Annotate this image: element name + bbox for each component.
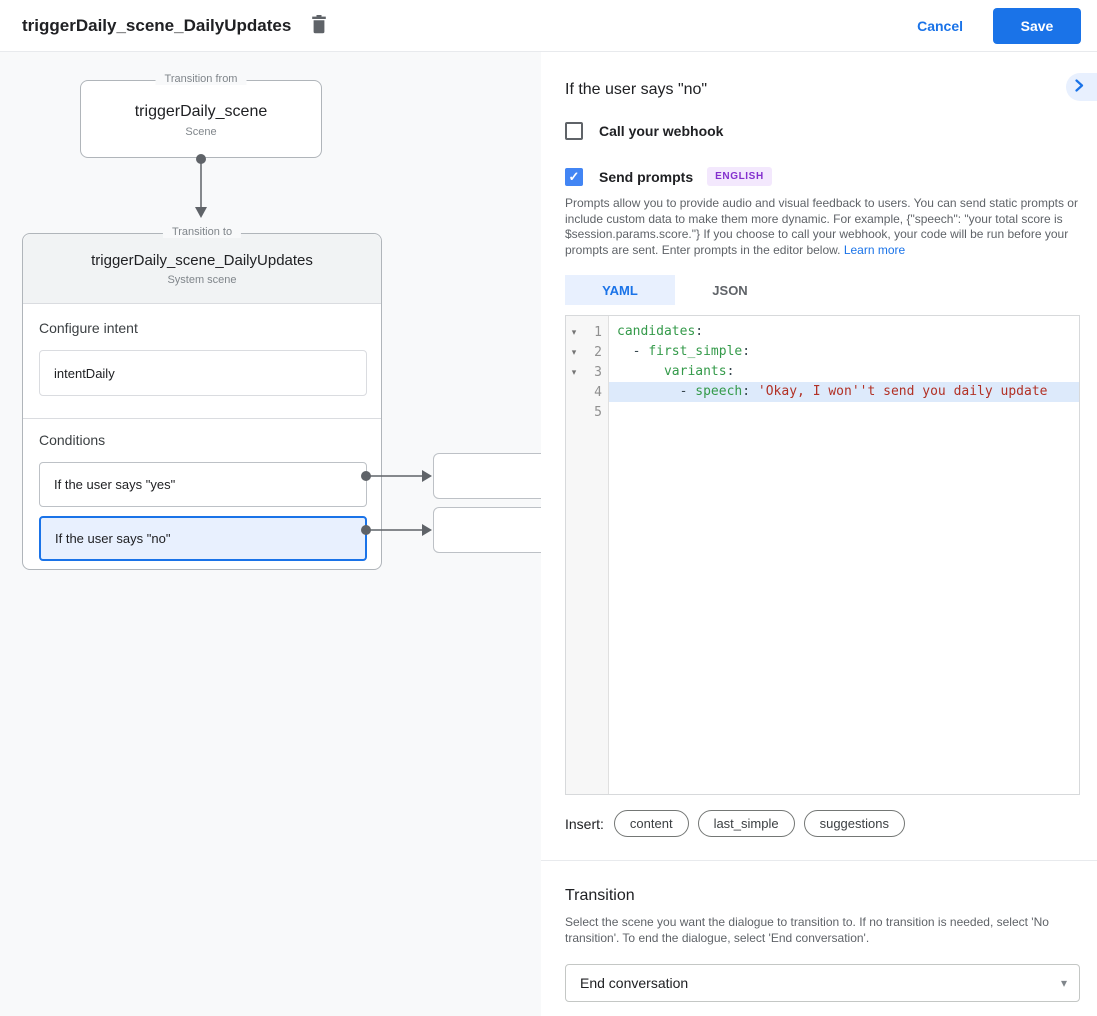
code-line: candidates: [617,324,704,339]
line-number: 4 [594,384,602,400]
call-webhook-checkbox[interactable] [565,122,583,140]
transition-target-box-no[interactable] [433,507,541,553]
insert-chip-last-simple[interactable]: last_simple [697,810,795,837]
code-line: variants: [663,364,735,379]
tab-yaml[interactable]: YAML [565,275,675,305]
prompts-description: Prompts allow you to provide audio and v… [565,196,1081,258]
code-line [609,402,1079,422]
line-number: 1 [594,324,602,340]
fold-icon[interactable]: ▾ [571,366,577,377]
transition-to-title: triggerDaily_scene_DailyUpdates [91,252,313,269]
condition-row-no[interactable]: If the user says "no" [39,516,367,561]
code-line: - first_simple: [617,344,751,359]
configure-intent-label: Configure intent [39,320,138,336]
transition-from-legend: Transition from [155,73,247,85]
transition-from-node[interactable]: Transition from triggerDaily_scene Scene [80,73,322,158]
line-number: 5 [594,404,602,420]
code-line-highlighted: - speech: 'Okay, I won''t send you daily… [609,382,1079,402]
editor-code-area[interactable]: candidates: - first_simple: variants: - … [609,316,1079,794]
scene-diagram-canvas: Transition from triggerDaily_scene Scene… [0,52,541,1016]
language-badge: ENGLISH [707,167,772,186]
transition-to-subtitle: System scene [167,274,237,286]
tab-json[interactable]: JSON [675,275,785,305]
prompts-description-text: Prompts allow you to provide audio and v… [565,196,1078,257]
transition-to-legend: Transition to [162,226,242,238]
collapse-panel-button[interactable] [1066,73,1097,101]
check-icon: ✓ [568,168,580,184]
editor-gutter: ▾ 1 ▾ 2 ▾ 3 4 5 [566,316,609,794]
call-webhook-label: Call your webhook [599,123,724,139]
fold-icon[interactable]: ▾ [571,326,577,337]
insert-chip-suggestions[interactable]: suggestions [803,810,905,837]
insert-row: Insert: content last_simple suggestions [565,810,1080,837]
transition-target-box-yes[interactable] [433,453,541,499]
transition-from-title: triggerDaily_scene [134,103,268,120]
insert-chip-content[interactable]: content [613,810,689,837]
panel-title: If the user says "no" [565,81,708,98]
prompt-code-editor[interactable]: ▾ 1 ▾ 2 ▾ 3 4 5 candidates: - first_simple:… [565,315,1080,795]
conditions-label: Conditions [39,432,106,448]
transition-description: Select the scene you want the dialogue t… [565,915,1049,945]
page-title: triggerDaily_scene_DailyUpdates [22,15,292,35]
condition-editor-panel: If the user says "no" Call your webhook … [541,52,1097,1016]
transition-to-node: Transition to triggerDaily_scene_DailyUp… [22,226,382,570]
section-divider [23,418,381,419]
intent-input[interactable] [39,350,367,396]
chevron-right-icon [1075,79,1084,95]
editor-format-tabs: YAML JSON [565,275,1080,305]
condition-row-yes[interactable]: If the user says "yes" [39,462,367,507]
insert-label: Insert: [565,815,604,832]
save-button[interactable]: Save [993,7,1081,44]
fold-icon[interactable]: ▾ [571,346,577,357]
delete-button[interactable] [311,14,327,37]
transition-select-value: End conversation [580,975,689,991]
cancel-button[interactable]: Cancel [901,10,979,42]
line-number: 3 [594,364,602,380]
transition-from-subtitle: Scene [185,126,217,138]
app-header: triggerDaily_scene_DailyUpdates Cancel S… [0,0,1097,52]
transition-heading: Transition [565,887,635,904]
transition-to-header: triggerDaily_scene_DailyUpdates System s… [23,234,381,304]
trash-icon [311,14,327,37]
transition-select[interactable]: End conversation ▾ [565,964,1080,1002]
panel-divider [541,860,1097,861]
line-number: 2 [594,344,602,360]
send-prompts-checkbox[interactable]: ✓ [565,167,583,186]
send-prompts-label: Send prompts [599,168,694,185]
learn-more-link[interactable]: Learn more [843,242,906,257]
caret-down-icon: ▾ [1060,976,1067,990]
